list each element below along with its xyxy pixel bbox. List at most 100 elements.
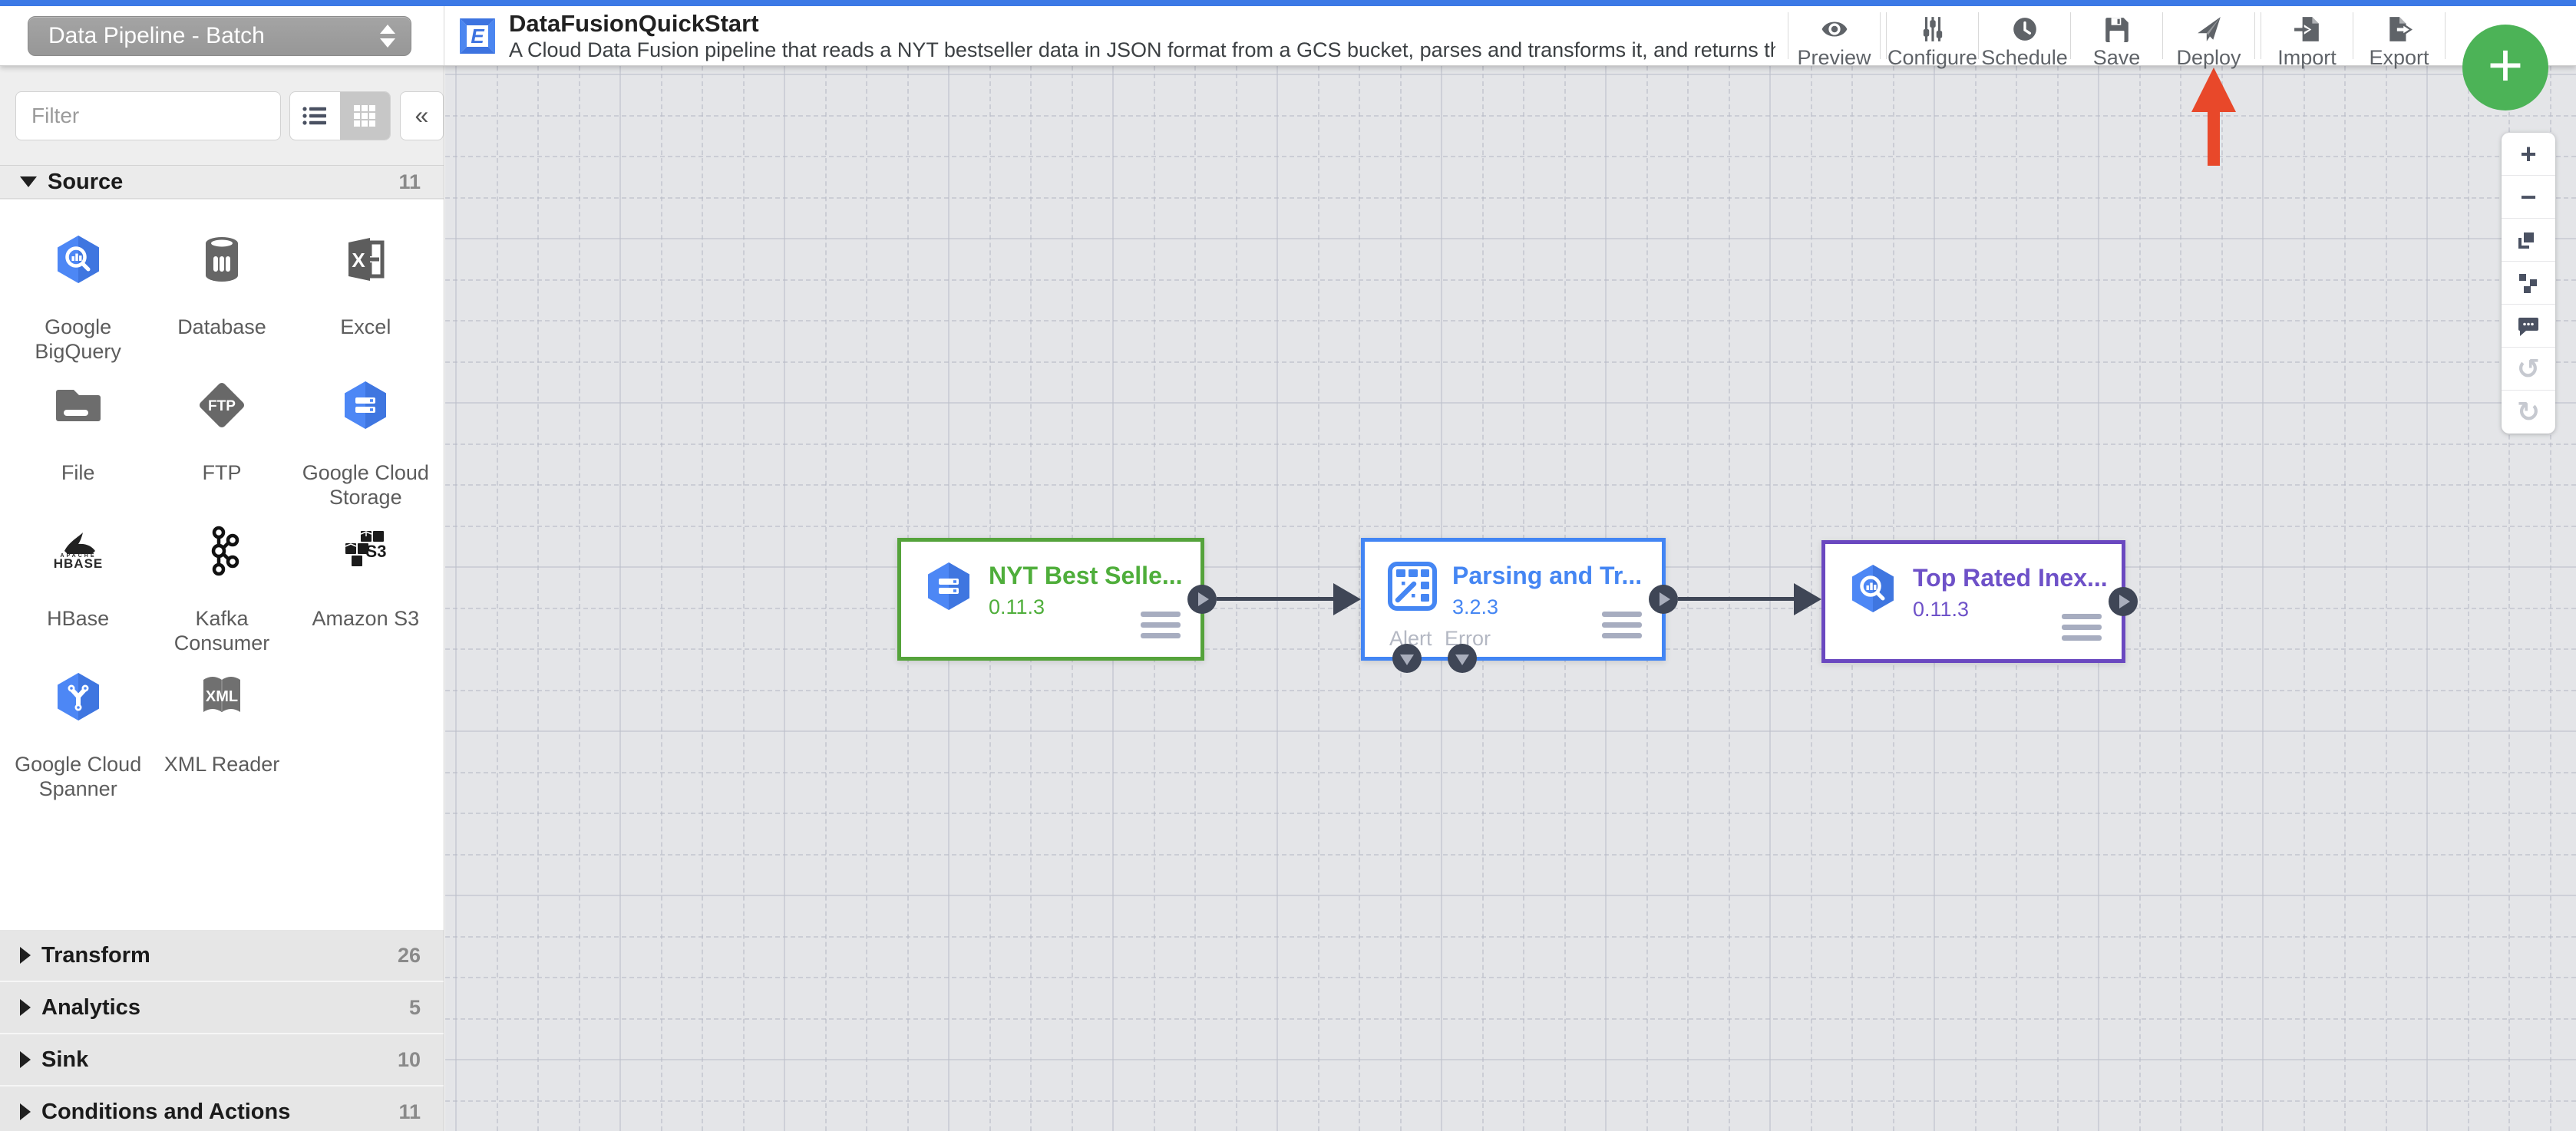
svg-text:X: X [352,249,366,272]
plus-icon: + [2520,137,2537,170]
error-port[interactable] [1448,644,1477,673]
add-pipeline-fab[interactable]: + [2462,25,2548,110]
export-button[interactable]: Export [2353,6,2445,69]
output-port[interactable] [1187,585,1217,614]
minus-icon: − [2520,180,2537,213]
svg-text:XML: XML [206,688,238,705]
plugin-file[interactable]: File [6,358,150,503]
section-source[interactable]: Source 11 [0,165,444,199]
node-menu-icon[interactable] [2062,614,2102,641]
node-top-rated-inexpensive[interactable]: Top Rated Inex... 0.11.3 [1821,540,2138,663]
node-menu-icon[interactable] [1602,612,1642,638]
svg-text:E: E [471,25,484,48]
list-view-button[interactable] [290,92,340,140]
connection-arrowhead-icon [1333,583,1361,615]
grid-view-button[interactable] [339,91,390,140]
section-count: 10 [397,1047,421,1071]
node-nyt-best-sellers[interactable]: NYT Best Selle... 0.11.3 [897,538,1217,661]
output-port[interactable] [1649,585,1678,614]
section-count: 5 [408,995,421,1019]
plugin-database[interactable]: Database [150,212,293,358]
section-analytics[interactable]: Analytics 5 [0,982,444,1033]
section-transform[interactable]: Transform 26 [0,930,444,981]
plugin-ftp[interactable]: FTP FTP [150,358,293,503]
preview-button[interactable]: Preview [1788,6,1880,69]
play-icon [1660,592,1670,606]
kafka-icon [211,526,239,576]
select-updown-icon [380,24,395,48]
chevrons-left-icon: « [414,101,429,129]
svg-text:FTP: FTP [208,398,236,414]
import-button[interactable]: Import [2261,6,2353,69]
svg-text:HBASE: HBASE [53,556,103,571]
comments-button[interactable] [2502,305,2555,348]
redo-button[interactable]: ↻ [2502,391,2555,434]
section-conditions-and-actions[interactable]: Conditions and Actions 11 [0,1086,444,1131]
bigquery-hexagon-icon [57,236,99,283]
sliders-icon [1923,17,1942,41]
plugin-xml-reader[interactable]: XML XML Reader [150,649,293,795]
fit-to-screen-button[interactable] [2502,219,2555,262]
pipeline-canvas[interactable]: NYT Best Selle... 0.11.3 Parsing and Tr.… [445,66,2576,1131]
clock-icon [2013,18,2036,41]
auto-align-icon [2519,273,2537,293]
triangle-down-icon [1400,655,1414,665]
plugin-kafka-consumer[interactable]: Kafka Consumer [150,503,293,655]
plugin-amazon-s3[interactable]: S3 Amazon S3 [294,503,438,649]
output-port[interactable] [2109,587,2138,616]
pipeline-type-value: Data Pipeline - Batch [48,22,265,48]
collapse-sidebar-button[interactable]: « [399,91,444,140]
database-cylinder-icon [205,237,238,282]
s3-cubes-icon: S3 [345,531,387,566]
configure-button[interactable]: Configure [1887,6,1978,69]
section-count: 11 [398,1100,421,1123]
fit-to-screen-icon [2518,232,2534,249]
svg-text:S3: S3 [366,542,387,561]
plugin-google-bigquery[interactable]: Google BigQuery [6,212,150,363]
node-parsing-and-transform[interactable]: Parsing and Tr... 3.2.3 Alert Error [1361,538,1678,673]
floppy-icon [2105,18,2129,42]
connection-arrowhead-icon [1794,583,1821,615]
section-count: 26 [397,943,421,967]
plugin-excel[interactable]: X Excel [294,212,438,358]
export-doc-icon [2389,17,2413,41]
header-toolbar: Preview Configure Schedule Save Deploy [1788,6,2446,69]
triangle-right-icon [20,1051,31,1068]
header: Data Pipeline - Batch E DataFusionQuickS… [0,6,2576,69]
section-sink[interactable]: Sink 10 [0,1034,444,1085]
paper-plane-icon [2197,17,2221,41]
node-title: NYT Best Selle... [989,562,1183,589]
node-menu-icon[interactable] [1141,612,1181,638]
grid-icon [354,104,376,127]
plugin-google-cloud-spanner[interactable]: Google Cloud Spanner [6,649,150,800]
undo-icon: ↺ [2516,352,2541,384]
plugin-google-cloud-storage[interactable]: Google Cloud Storage [294,358,438,509]
undo-button[interactable]: ↺ [2502,348,2555,391]
plus-icon: + [2487,31,2524,99]
auto-align-button[interactable] [2502,262,2555,305]
deploy-button[interactable]: Deploy [2163,6,2254,69]
connection-line [1678,597,1797,601]
schedule-button[interactable]: Schedule [1979,6,2070,69]
top-accent-bar [0,0,2576,6]
eye-icon [1821,21,1847,37]
triangle-right-icon [20,1103,31,1120]
save-button[interactable]: Save [2071,6,2162,69]
alert-port[interactable] [1392,644,1422,673]
node-version: 3.2.3 [1452,595,1499,618]
filter-input[interactable] [15,91,281,140]
triangle-down-icon [1455,655,1469,665]
source-plugin-grid: Google BigQuery Database X Excel File FT… [0,199,444,930]
node-version: 0.11.3 [1913,598,1970,621]
title-block: DataFusionQuickStart A Cloud Data Fusion… [509,10,1775,62]
pipeline-type-select[interactable]: Data Pipeline - Batch [28,15,411,56]
triangle-down-icon [20,176,37,187]
zoom-out-button[interactable]: − [2502,176,2555,219]
pipeline-title: DataFusionQuickStart [509,9,759,37]
list-icon [302,106,327,125]
zoom-in-button[interactable]: + [2502,133,2555,176]
node-title: Parsing and Tr... [1452,562,1643,589]
gcs-hexagon-icon [928,562,969,610]
